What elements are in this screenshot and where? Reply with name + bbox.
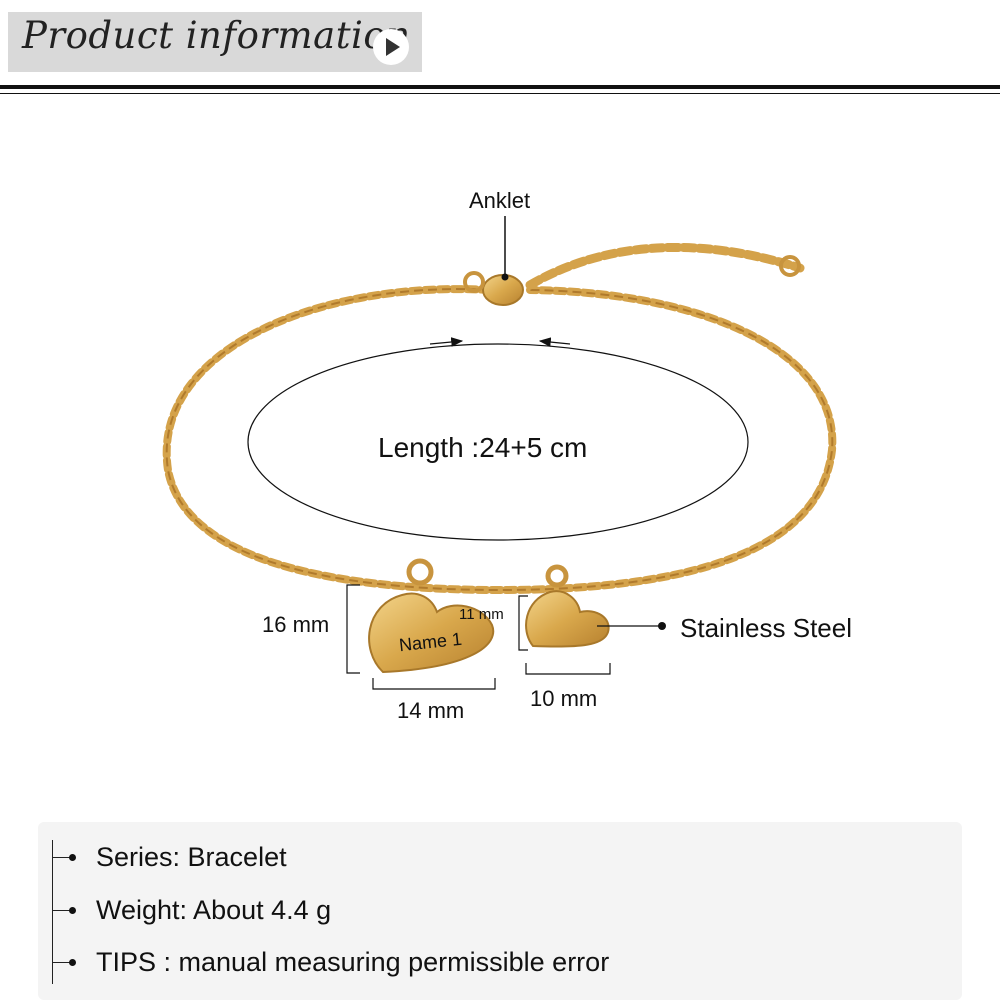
chain-end-ring	[779, 255, 801, 277]
right-arrow	[538, 337, 571, 347]
small-heart-charm	[525, 590, 610, 648]
length-label: Length :24+5 cm	[378, 432, 588, 463]
spec-weight-text: Weight: About 4.4 g	[96, 895, 332, 925]
material-label: Stainless Steel	[680, 613, 852, 643]
width-small-label: 10 mm	[530, 686, 598, 711]
height-small-label: 11 mm	[459, 606, 504, 623]
specs-panel: Series: Bracelet Weight: About 4.4 g TIP…	[38, 822, 962, 1000]
width-large-bracket	[372, 678, 496, 690]
large-heart-charm	[368, 592, 495, 674]
small-charm-jump-ring	[545, 564, 569, 588]
spec-series-text: Series: Bracelet	[96, 842, 287, 872]
height-large-label: 16 mm	[262, 612, 330, 637]
spec-tips-text: TIPS : manual measuring permissible erro…	[96, 947, 610, 977]
header-banner	[8, 12, 422, 72]
specs-timeline-line	[52, 840, 53, 984]
anklet-leader-dot	[501, 273, 509, 281]
header-divider-thin	[0, 93, 1000, 94]
clasp-ring	[463, 271, 485, 293]
left-arrow	[429, 337, 464, 347]
header-divider	[0, 85, 1000, 89]
header-title: Product information	[22, 14, 411, 57]
extension-chain	[525, 243, 805, 290]
large-charm-jump-ring	[406, 558, 434, 586]
bullet-dot-icon	[69, 854, 76, 861]
height-large-bracket	[346, 584, 360, 674]
spec-tick	[52, 857, 72, 858]
bullet-dot-icon	[69, 959, 76, 966]
bullet-dot-icon	[69, 907, 76, 914]
width-small-bracket	[525, 663, 611, 675]
material-leader-dot	[658, 622, 666, 630]
spec-tick	[52, 962, 72, 963]
spec-tick	[52, 910, 72, 911]
anklet-label: Anklet	[469, 188, 531, 213]
length-ellipse	[247, 343, 749, 541]
height-small-bracket	[518, 595, 528, 651]
width-large-label: 14 mm	[397, 698, 465, 723]
play-icon	[373, 29, 409, 65]
